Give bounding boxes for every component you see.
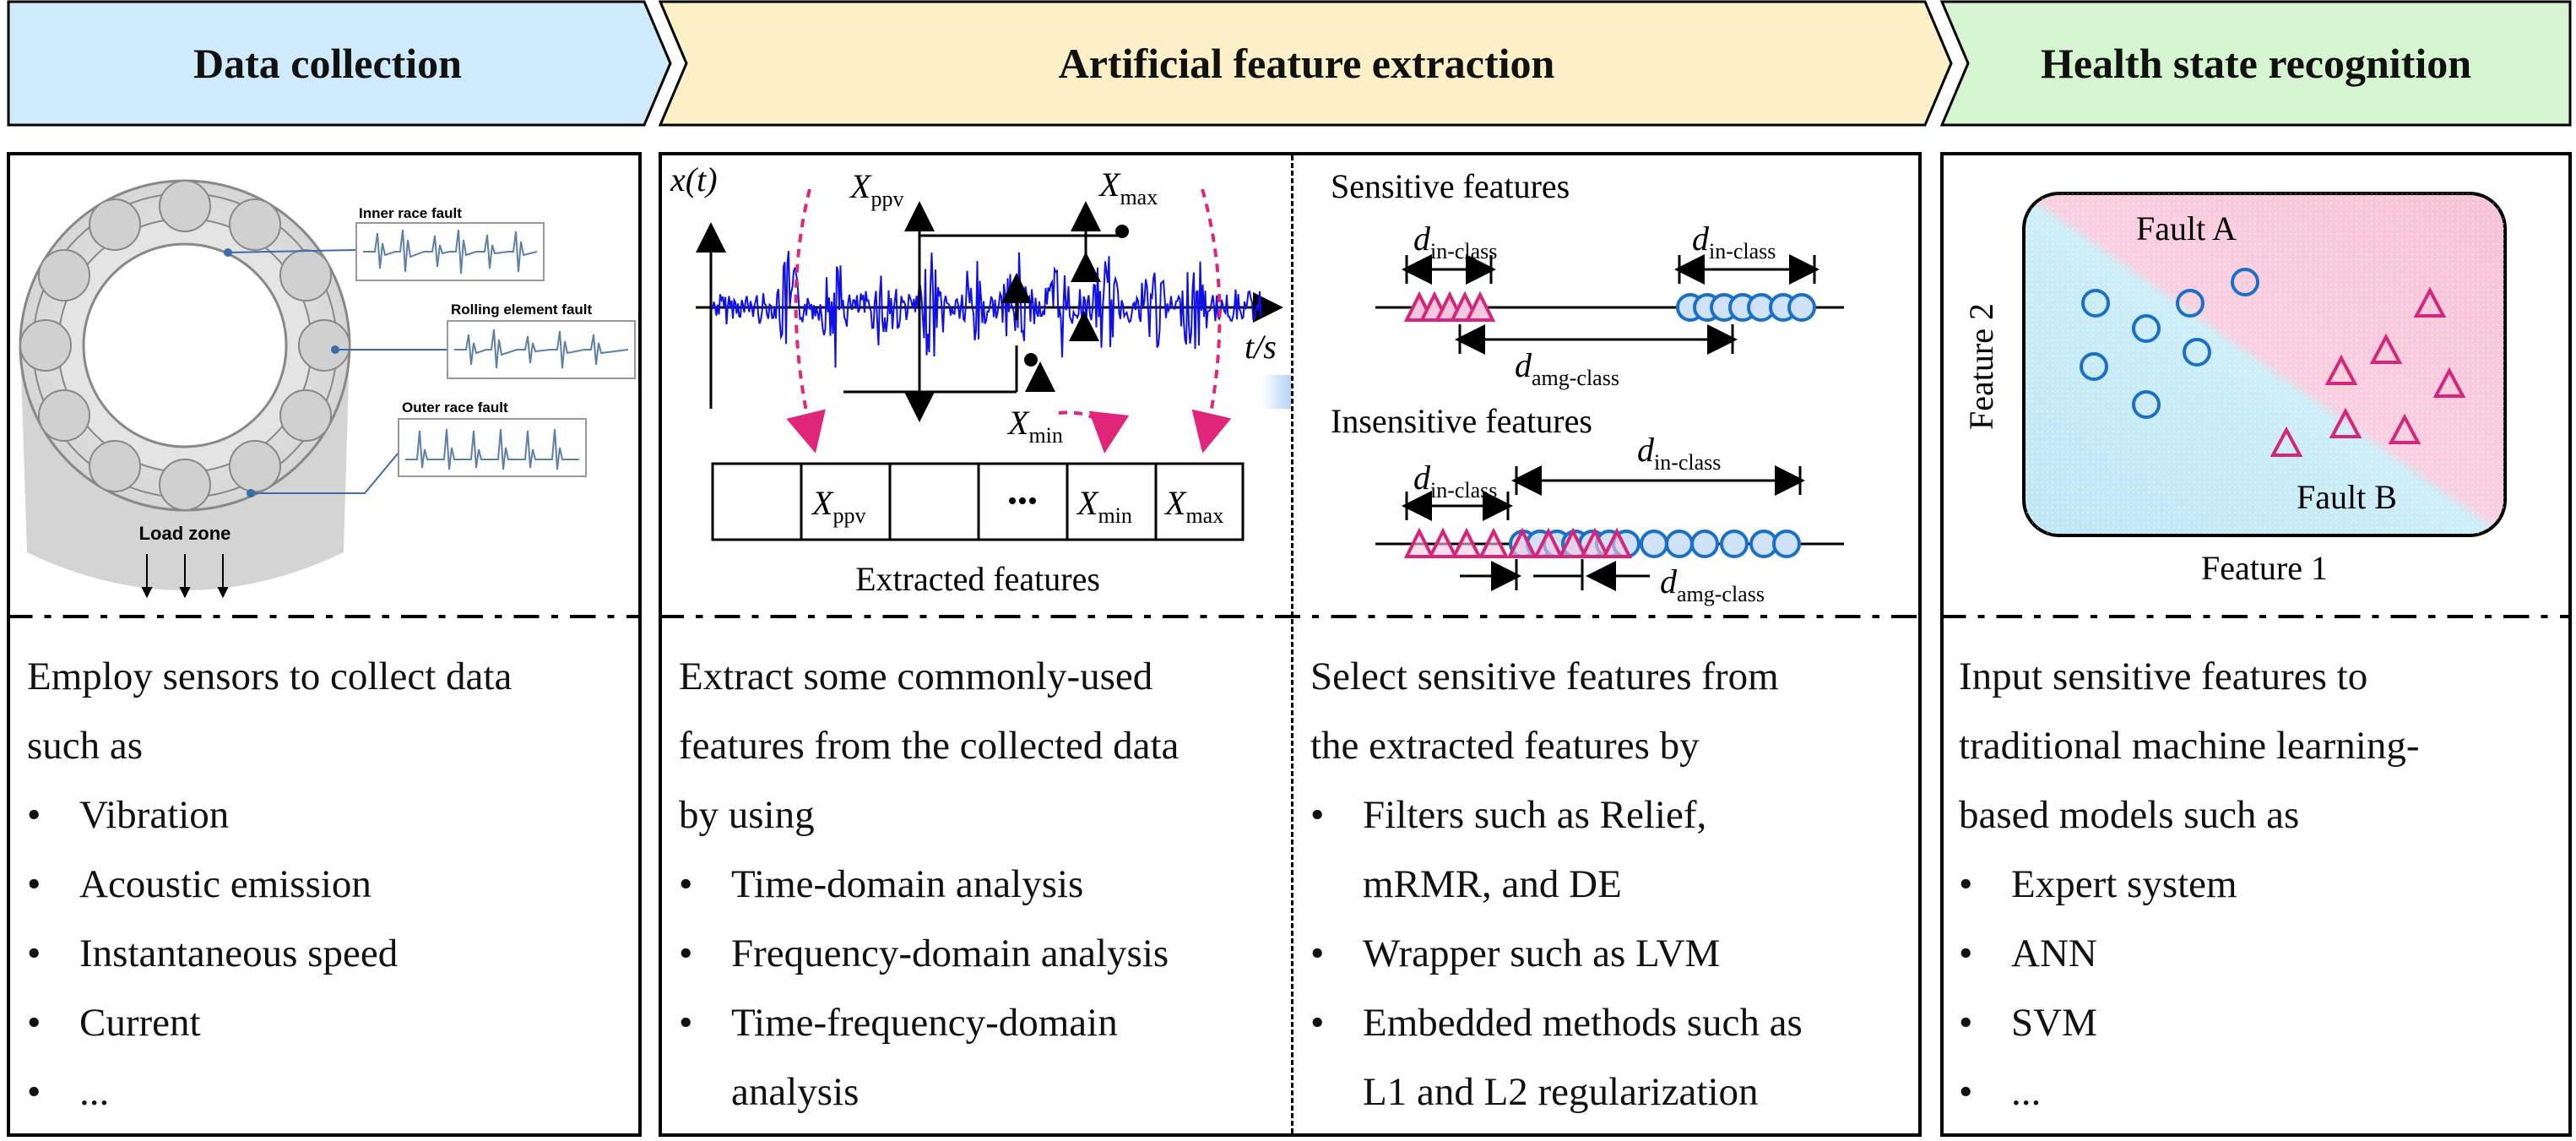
list-item: Time-frequency-domain [679, 988, 1179, 1057]
selection-intro-1: Select sensitive features from [1310, 655, 1779, 698]
list-item: Vibration [27, 780, 512, 850]
list-item: SVM [1959, 988, 2420, 1057]
svg-text:din-class: din-class [1413, 220, 1497, 264]
extraction-arrows [786, 188, 1232, 454]
list-item: Embedded methods such as [1310, 988, 1803, 1057]
list-item: ... [1959, 1057, 2420, 1127]
recognition-text: Input sensitive features to traditional … [1959, 642, 2420, 1127]
insensitive-fault-a-triangles [1403, 527, 1633, 558]
vibration-signal [712, 251, 1262, 368]
min-label: Xmin [1006, 404, 1063, 448]
header-title-health-state: Health state recognition [2040, 40, 2472, 87]
classifier-diagram: Fault A Fault B Feature 1 Feature 2 [1962, 192, 2507, 587]
recognition-intro-3: based models such as [1959, 793, 2300, 837]
list-item: ... [27, 1057, 512, 1127]
list-item: Current [27, 988, 512, 1057]
extracted-features-caption: Extracted features [855, 560, 1100, 598]
fault-a-label: Fault A [2136, 209, 2237, 247]
panel-feature-extraction: x(t) t/s Xppv Xmax Xmin [659, 152, 1922, 1137]
extraction-intro-2: features from the collected data [679, 724, 1180, 768]
svg-text:Inner race fault: Inner race fault [359, 205, 462, 221]
selection-intro-2: the extracted features by [1310, 724, 1700, 768]
list-item-continuation: L1 and L2 regularization [1363, 1070, 1759, 1114]
recognition-intro-1: Input sensitive features to [1959, 655, 2368, 698]
list-item-continuation: analysis [731, 1070, 860, 1114]
sensitive-distance-arrows [1402, 254, 1819, 355]
section-divider [1944, 615, 2568, 618]
list-item: Wrapper such as LVM [1310, 919, 1803, 988]
signal-diagram: x(t) t/s Xppv Xmax Xmin [670, 160, 1291, 598]
header-arrow-shape [7, 0, 672, 127]
recognition-intro-2: traditional machine learning- [1959, 724, 2420, 768]
fault-a-points [2080, 268, 2259, 419]
list-item: Time-domain analysis [679, 850, 1179, 919]
list-item-continuation: mRMR, and DE [1363, 862, 1622, 906]
load-zone-label: Load zone [139, 523, 231, 544]
load-arrows [141, 554, 229, 599]
panel-health-state: Fault A Fault B Feature 1 Feature 2 Inpu… [1940, 152, 2572, 1137]
extraction-intro-1: Extract some commonly-used [679, 655, 1153, 698]
list-item: Acoustic emission [27, 850, 512, 919]
header-feature-extraction: Artificial feature extraction [659, 0, 1955, 127]
list-item: Frequency-domain analysis [679, 919, 1179, 988]
section-divider [662, 615, 1918, 618]
collection-intro-2: such as [27, 724, 144, 768]
svg-text:Rolling element fault: Rolling element fault [451, 302, 593, 318]
selection-text: Select sensitive features from the extra… [1310, 642, 1803, 1127]
extraction-intro-3: by using [679, 793, 815, 837]
sensitive-fault-b-circles [1676, 293, 1816, 322]
header-title-feature-extraction: Artificial feature extraction [1058, 40, 1555, 87]
list-item: Instantaneous speed [27, 919, 512, 988]
svg-text:din-class: din-class [1413, 459, 1497, 503]
sensitive-title: Sensitive features [1331, 167, 1570, 205]
peak-markers [843, 201, 1118, 422]
svg-text:Xppv: Xppv [811, 484, 865, 528]
rolling-elements [19, 180, 350, 511]
flow-arrow [1261, 375, 1291, 409]
load-zone-shade [20, 345, 350, 590]
inner-race-signal: Inner race fault [355, 205, 545, 281]
x-axis-label: Feature 1 [2201, 549, 2328, 587]
y-axis-label: Feature 2 [1962, 303, 2000, 430]
feature-table: Xppv ••• Xmin Xmax [711, 462, 1245, 541]
extraction-selection-divider [1291, 155, 1293, 1133]
outer-race-signal: Outer race fault [398, 399, 587, 477]
ppv-label: Xppv [849, 167, 903, 211]
header-title-data-collection: Data collection [193, 40, 462, 87]
insensitive-distance-arrows [1402, 465, 1805, 591]
collection-text: Employ sensors to collect data such as V… [27, 642, 512, 1127]
svg-text:damg-class: damg-class [1660, 562, 1765, 606]
sensitive-fault-a-triangles [1403, 291, 1496, 322]
list-item: ANN [1959, 919, 2420, 988]
list-item: Expert system [1959, 850, 2420, 919]
header-data-collection: Data collection [7, 0, 674, 127]
selection-diagram: Sensitive features din-class din-class d… [1331, 167, 1844, 606]
svg-text:Outer race fault: Outer race fault [402, 399, 508, 416]
svg-text:din-class: din-class [1692, 220, 1776, 264]
x-axis-label: t/s [1245, 328, 1277, 366]
svg-text:damg-class: damg-class [1515, 346, 1619, 390]
header-arrow-shape [1940, 0, 2572, 127]
svg-text:din-class: din-class [1637, 431, 1721, 475]
svg-text:•••: ••• [1007, 486, 1038, 517]
extraction-text: Extract some commonly-used features from… [679, 642, 1179, 1127]
section-divider [10, 615, 638, 618]
svg-text:Xmin: Xmin [1076, 484, 1132, 528]
rolling-element-signal: Rolling element fault [447, 302, 636, 379]
collection-intro-1: Employ sensors to collect data [27, 655, 512, 698]
panel-data-collection: Inner race fault Rolling element fault O… [7, 152, 642, 1137]
y-axis-label: x(t) [670, 160, 718, 198]
max-label: Xmax [1098, 166, 1158, 209]
header-health-state: Health state recognition [1940, 0, 2572, 127]
svg-text:Xmax: Xmax [1163, 484, 1223, 528]
header-arrow-shape [659, 0, 1953, 127]
list-item: Filters such as Relief, [1310, 780, 1803, 850]
insensitive-title: Insensitive features [1331, 402, 1592, 440]
fault-b-label: Fault B [2297, 478, 2397, 516]
fault-b-points [2270, 286, 2466, 457]
bearing-diagram: Inner race fault Rolling element fault O… [19, 179, 636, 599]
bore [82, 242, 288, 448]
